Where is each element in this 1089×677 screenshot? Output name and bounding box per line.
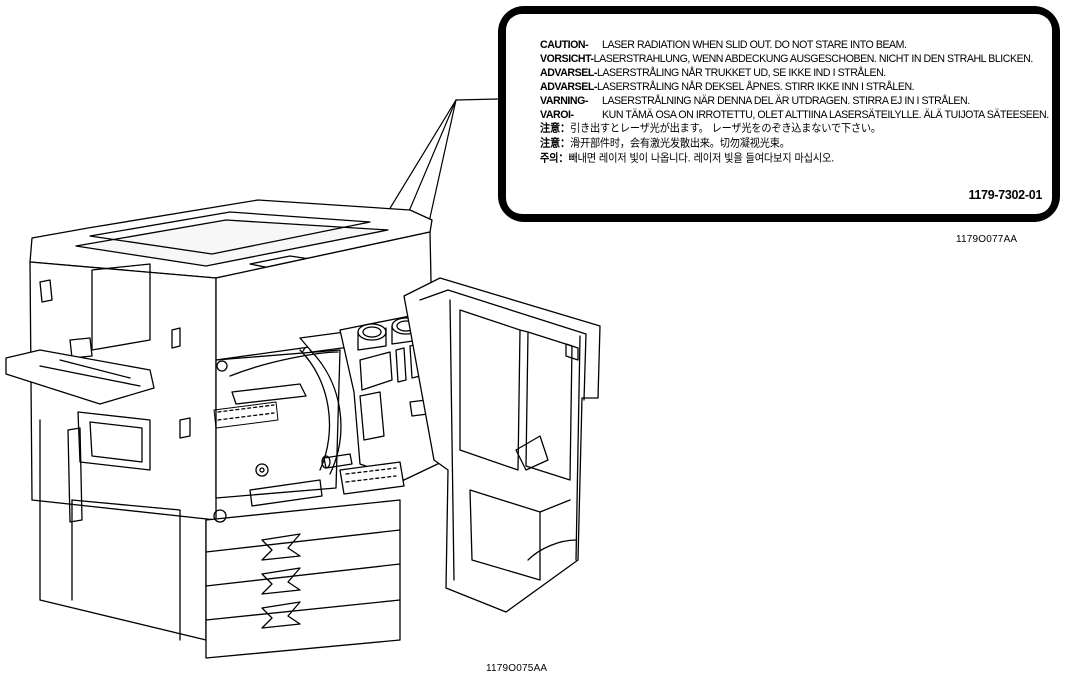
warning-line-no: ADVARSEL- LASERSTRÅLING NÅR DEKSEL ÅPNES…: [540, 79, 1042, 94]
copier-body: [5, 199, 433, 659]
warning-text: LASERSTRÅLNING NÄR DENNA DEL ÄR UTDRAGEN…: [602, 94, 970, 108]
warning-key: ADVARSEL-: [540, 66, 597, 80]
warning-key: VAROI-: [540, 108, 574, 122]
warning-key: ADVARSEL-: [540, 80, 597, 94]
warning-key: VARNING-: [540, 94, 588, 108]
warning-key: 주의：: [540, 153, 569, 165]
warning-line-zh: 注意： 滑开部件时，会有激光发散出来。切勿凝视光束。: [540, 137, 1042, 152]
warning-text: LASERSTRÅLING NÅR DEKSEL ÅPNES. STIRR IK…: [596, 80, 915, 94]
label-part-number: 1179-7302-01: [968, 188, 1042, 202]
warning-text: LASER RADIATION WHEN SLID OUT. DO NOT ST…: [602, 38, 907, 52]
figure-caption-machine: 1179O075AA: [486, 663, 548, 674]
warning-line-ja: 注意： 引き出すとレーザ光が出ます。 レーザ光をのぞき込まないで下さい。: [540, 122, 1042, 137]
label-inner: CAUTION- LASER RADIATION WHEN SLID OUT. …: [506, 14, 1052, 214]
warning-line-de: VORSICHT- LASERSTRAHLUNG, WENN ABDECKUNG…: [540, 51, 1042, 66]
warning-line-da: ADVARSEL- LASERSTRÅLING NÅR TRUKKET UD, …: [540, 65, 1042, 80]
warning-line-en: CAUTION- LASER RADIATION WHEN SLID OUT. …: [540, 37, 1042, 52]
laser-caution-label: CAUTION- LASER RADIATION WHEN SLID OUT. …: [498, 6, 1060, 222]
warning-text: LASERSTRAHLUNG, WENN ABDECKUNG AUSGESCHO…: [593, 52, 1034, 66]
warning-text: 引き出すとレーザ光が出ます。 レーザ光をのぞき込まないで下さい。: [569, 123, 881, 135]
warning-line-fi: VAROI- KUN TÄMÄ OSA ON IRROTETTU, OLET A…: [540, 107, 1049, 122]
warning-key: 注意：: [540, 138, 570, 150]
warning-key: VORSICHT-: [540, 52, 594, 66]
warning-line-sv: VARNING- LASERSTRÅLNING NÄR DENNA DEL ÄR…: [540, 93, 1042, 108]
front-door: [403, 277, 601, 613]
warning-key: 注意：: [540, 123, 570, 135]
warning-text: 빼내면 레이저 빛이 나옵니다. 레이저 빛을 들여다보지 마십시오.: [568, 153, 835, 165]
warning-key: CAUTION-: [540, 38, 589, 52]
warning-line-ko: 주의： 빼내면 레이저 빛이 나옵니다. 레이저 빛을 들여다보지 마십시오.: [540, 152, 1042, 167]
figure-caption-label: 1179O077AA: [956, 234, 1018, 245]
warning-text: KUN TÄMÄ OSA ON IRROTETTU, OLET ALTTIINA…: [602, 108, 1049, 122]
warning-text: LASERSTRÅLING NÅR TRUKKET UD, SE IKKE IN…: [596, 66, 886, 80]
warning-text: 滑开部件时，会有激光发散出来。切勿凝视光束。: [569, 138, 790, 150]
